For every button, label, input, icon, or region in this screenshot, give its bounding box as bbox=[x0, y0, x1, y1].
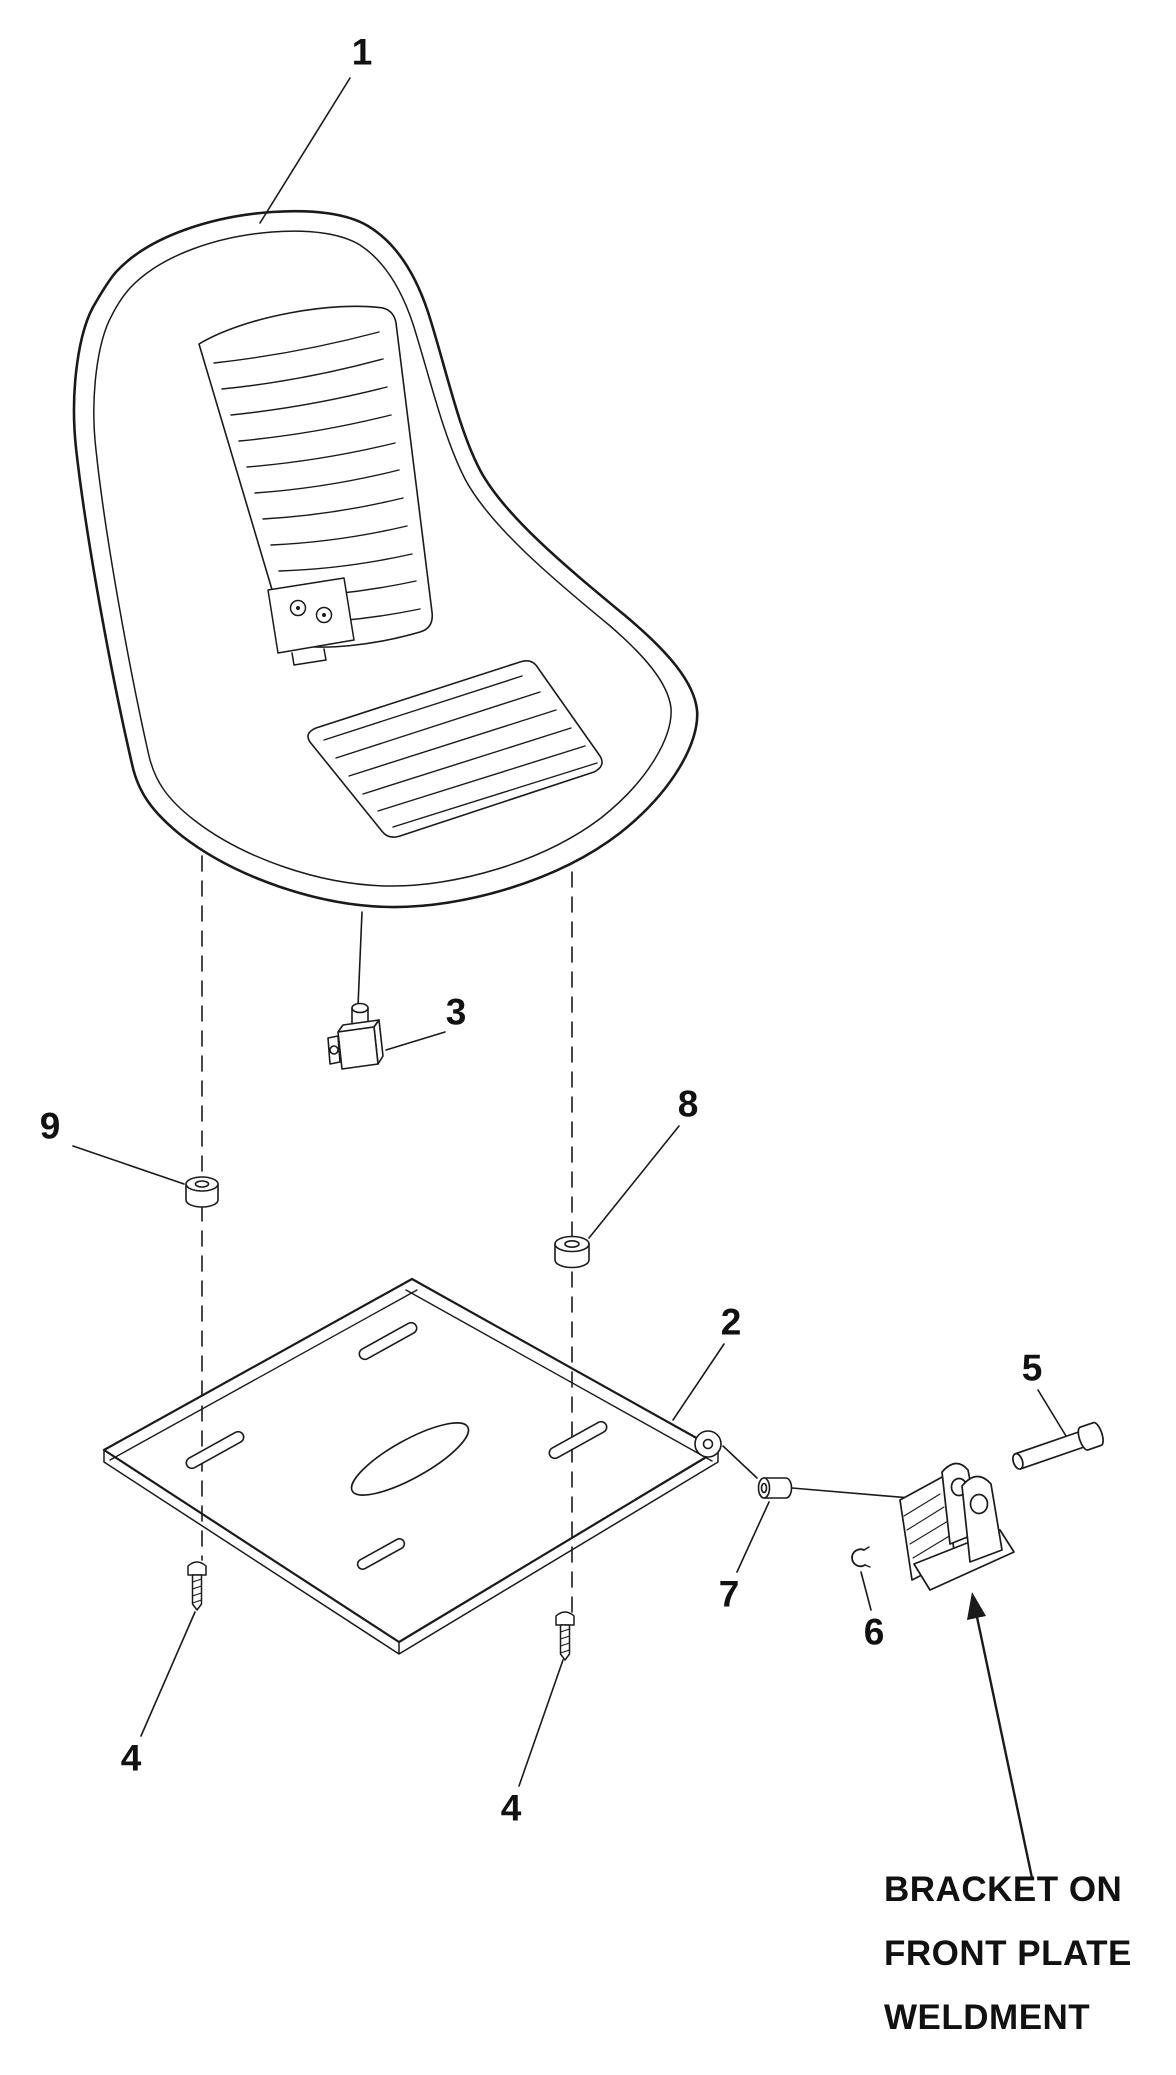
callout-9: 9 bbox=[39, 1105, 61, 1147]
callout-6: 6 bbox=[863, 1611, 885, 1653]
pin-part-5 bbox=[1012, 1421, 1104, 1470]
callout-3: 3 bbox=[445, 991, 467, 1033]
callout-7: 7 bbox=[718, 1573, 740, 1615]
seat-pan-ribs bbox=[323, 675, 598, 828]
leader-lines bbox=[72, 77, 1067, 1787]
bushing-part-7 bbox=[757, 1477, 793, 1499]
clip-part-6 bbox=[851, 1546, 871, 1568]
connector-lines bbox=[201, 855, 959, 1613]
callout-2: 2 bbox=[720, 1301, 742, 1343]
mounting-plate-part-2 bbox=[102, 1277, 722, 1655]
seat-hinge-detail bbox=[267, 577, 355, 666]
spacer-part-8 bbox=[554, 1235, 590, 1269]
callout-5: 5 bbox=[1021, 1347, 1043, 1389]
switch-part-3 bbox=[327, 1002, 384, 1070]
seat-back-ribs bbox=[213, 331, 421, 624]
seat bbox=[72, 209, 699, 909]
callout-4-left: 4 bbox=[120, 1737, 142, 1779]
note-line-2: FRONT PLATE bbox=[884, 1934, 1132, 1973]
spacer-part-9 bbox=[185, 1176, 219, 1208]
bolt-part-4-left bbox=[187, 1561, 207, 1611]
bracket-note: BRACKET ON FRONT PLATE WELDMENT bbox=[884, 1858, 1132, 2050]
callout-8: 8 bbox=[677, 1083, 699, 1125]
pointer-arrow bbox=[967, 1592, 1034, 1880]
callout-1: 1 bbox=[351, 31, 373, 73]
note-line-3: WELDMENT bbox=[884, 1998, 1091, 2037]
callout-4-center: 4 bbox=[500, 1787, 522, 1829]
note-line-1: BRACKET ON bbox=[884, 1870, 1123, 1909]
bracket-weldment bbox=[899, 1462, 1015, 1591]
bolt-part-4-center bbox=[555, 1611, 575, 1661]
